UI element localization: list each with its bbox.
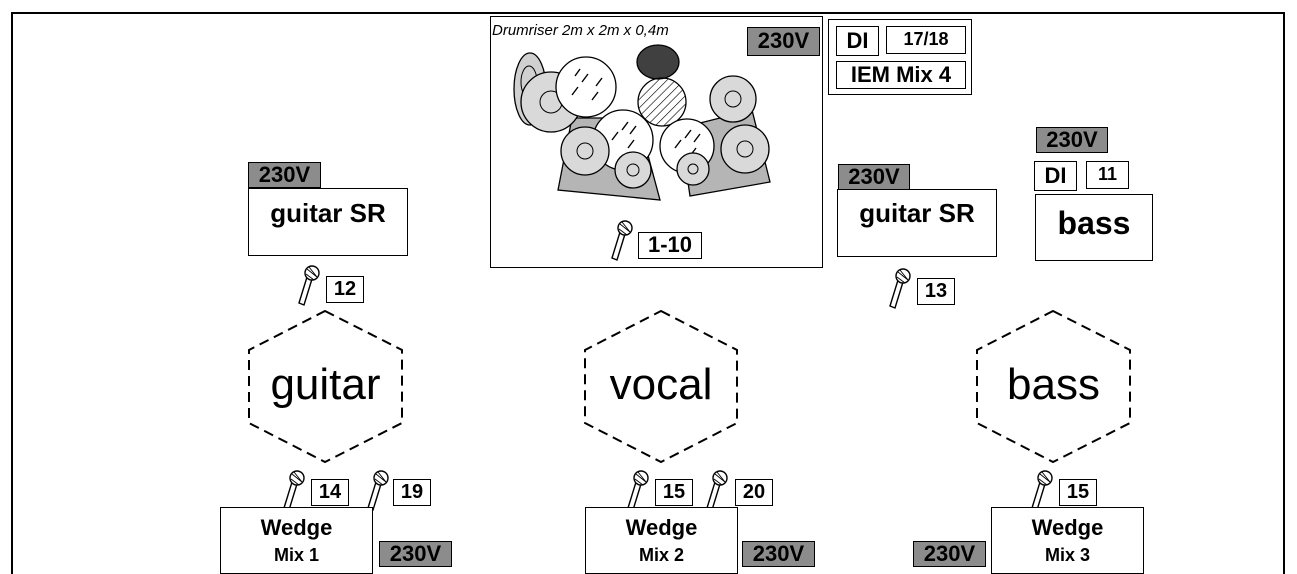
guitar-left-amp [248, 188, 408, 256]
microphone-icon [367, 470, 389, 511]
performer-guitar-label: guitar [270, 360, 381, 409]
performer-bass-hexagon [976, 309, 1131, 464]
guitar-left-voltage-badge: 230V [248, 162, 321, 188]
guitar-left-amp-label: guitar SR [270, 198, 386, 228]
wedge-mix1-voltage-badge: 230V [379, 541, 452, 567]
microphone-icon [706, 470, 728, 511]
microphone-icon [611, 220, 633, 261]
bass-di-channel: 11 [1086, 161, 1129, 189]
bass-di-label: DI [1034, 161, 1077, 191]
tom-icon [555, 56, 617, 118]
bass-mic-channel-a: 15 [1059, 479, 1097, 506]
stage-border-right [1283, 12, 1285, 574]
wedge-mix2 [585, 507, 738, 574]
wedge-mix3-title: Wedge [1031, 515, 1104, 540]
wedge-mix3-voltage-badge: 230V [913, 541, 986, 567]
wedge-mix2-mix: Mix 2 [638, 545, 685, 565]
performer-bass-label: bass [1007, 360, 1100, 409]
performer-vocal-hexagon [584, 309, 738, 464]
bass-amp [1035, 194, 1153, 261]
guitar-right-amp [837, 189, 997, 257]
drum-riser-label: Drumriser 2m x 2m x 0,4m [492, 22, 669, 39]
vocal-mic-channel-b: 20 [735, 479, 773, 506]
microphone-icon [298, 265, 320, 306]
drum-mic-channels: 1-10 [638, 232, 702, 259]
iem-mix-label: IEM Mix 4 [836, 61, 966, 89]
bass-voltage-badge: 230V [1036, 127, 1108, 153]
microphone-icon [283, 470, 305, 511]
bass-amp-label: bass [1057, 205, 1131, 241]
guitar-right-amp-mic-channel: 13 [917, 278, 955, 305]
guitar-mic-channel-a: 14 [311, 479, 349, 506]
microphone-icon [627, 470, 649, 511]
wedge-mix1-title: Wedge [260, 515, 333, 540]
guitar-left-amp-mic-channel: 12 [326, 276, 364, 303]
microphone-icon [889, 268, 911, 309]
drum-voltage-badge: 230V [747, 27, 820, 56]
wedge-mix1-mix: Mix 1 [273, 545, 320, 565]
wedge-mix2-voltage-badge: 230V [742, 541, 815, 567]
snare-icon [637, 77, 687, 127]
guitar-right-voltage-badge: 230V [838, 164, 910, 190]
guitar-right-amp-label: guitar SR [859, 198, 975, 228]
drum-di-label: DI [836, 26, 879, 56]
performer-vocal-label: vocal [609, 360, 713, 409]
stage-border-top [11, 12, 1285, 14]
wedge-mix2-title: Wedge [625, 515, 698, 540]
guitar-mic-channel-b: 19 [393, 479, 431, 506]
stage-border-left [11, 12, 13, 574]
performer-guitar-hexagon [248, 309, 403, 464]
vocal-mic-channel-a: 15 [655, 479, 693, 506]
drum-di-channels: 17/18 [886, 26, 966, 54]
wedge-mix3-mix: Mix 3 [1044, 545, 1091, 565]
microphone-icon [1031, 470, 1053, 511]
